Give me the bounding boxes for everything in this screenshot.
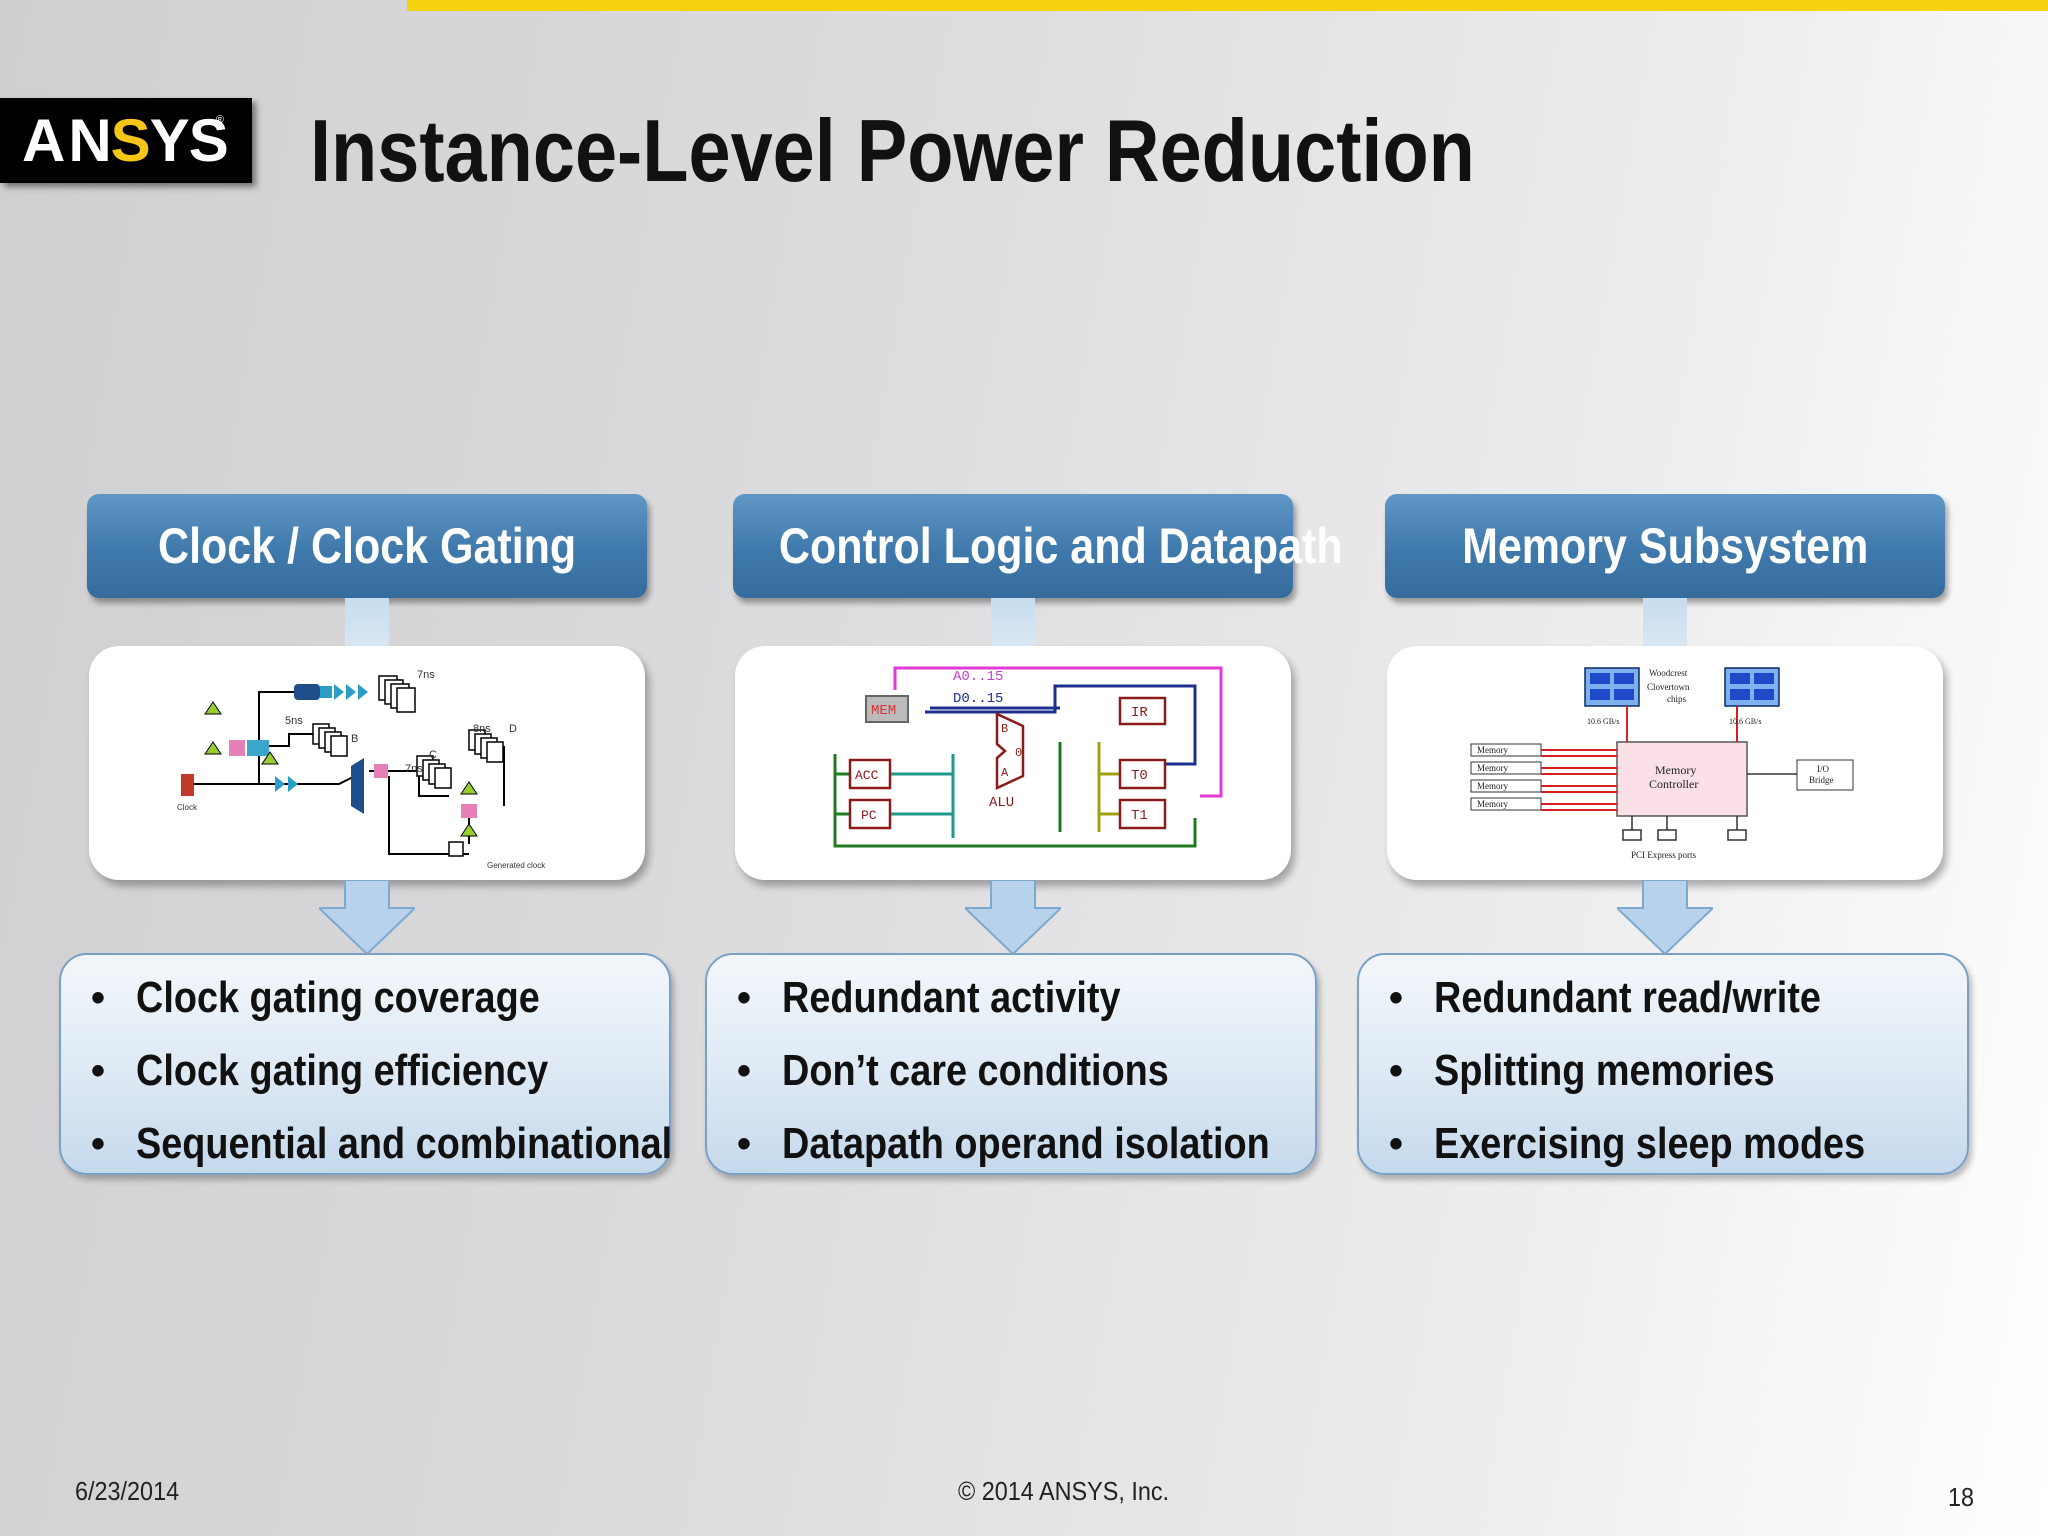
column-heading: Memory Subsystem	[1385, 494, 1945, 598]
logo-text: A NSYS	[22, 107, 229, 174]
bullet-box: Redundant read/write Splitting memories …	[1357, 953, 1969, 1177]
label-d-bus: D0..15	[953, 691, 1003, 707]
label-memory-2: Memory	[1477, 763, 1508, 773]
bullet-item: Sequential and combinational	[91, 1111, 759, 1184]
label-woodcrest: Woodcrest	[1649, 668, 1688, 678]
connector	[345, 598, 389, 648]
label-memory-controller: Memory	[1655, 763, 1696, 777]
memory-diagram: Woodcrest Clovertown chips 10.6 GB/s 10.…	[1387, 646, 1943, 880]
bullet-item: Clock gating coverage	[91, 965, 759, 1038]
bullet-item: Clock gating efficiency	[91, 1038, 759, 1111]
label-memory-3: Memory	[1477, 781, 1508, 791]
label-b: B	[351, 733, 358, 745]
top-accent-bar	[407, 0, 2048, 11]
label-controller: Controller	[1649, 777, 1698, 791]
column-memory-subsystem: Memory Subsystem	[1357, 0, 1969, 1536]
label-acc: ACC	[855, 768, 879, 783]
ansys-logo: A NSYS ®	[0, 98, 252, 183]
column-control-logic: Control Logic and Datapath	[705, 0, 1343, 1536]
clock-tree-illustration: 7ns 5ns B 8ns D C 7ns Clock Generated cl…	[177, 669, 546, 870]
label-7ns-top: 7ns	[417, 669, 435, 681]
label-memory-4: Memory	[1477, 799, 1508, 809]
connector	[991, 598, 1035, 648]
bullet-box: Clock gating coverage Clock gating effic…	[59, 953, 672, 1177]
slide-title: Instance-Level Power Reduction	[310, 101, 1475, 200]
bullet-item: Exercising sleep modes	[1389, 1111, 1935, 1184]
label-pc: PC	[861, 808, 877, 823]
datapath-diagram: A0..15 D0..15 MEM IR B 0 A ALU ACC T0 PC…	[735, 646, 1291, 880]
label-5ns: 5ns	[285, 715, 303, 727]
label-alu-0: 0	[1015, 746, 1022, 760]
bullet-item: Redundant activity	[737, 965, 1349, 1038]
label-clovertown: Clovertown	[1647, 682, 1690, 692]
bullet-item: Don’t care conditions	[737, 1038, 1349, 1111]
label-d: D	[509, 723, 517, 735]
label-io: I/O	[1817, 764, 1829, 774]
column-clock-gating: Clock / Clock Gating	[59, 0, 672, 1536]
down-arrow-icon	[965, 880, 1061, 954]
label-chips: chips	[1667, 694, 1686, 704]
label-memory-1: Memory	[1477, 745, 1508, 755]
label-mem: MEM	[871, 703, 896, 719]
label-c: C	[429, 749, 437, 761]
label-bandwidth-left: 10.6 GB/s	[1587, 717, 1619, 726]
bullet-item: Redundant read/write	[1389, 965, 1935, 1038]
column-heading: Clock / Clock Gating	[87, 494, 647, 598]
connector	[1643, 598, 1687, 648]
footer-copyright: © 2014 ANSYS, Inc.	[958, 1476, 1170, 1506]
label-clock: Clock	[177, 803, 198, 812]
label-8ns: 8ns	[473, 723, 491, 735]
bullet-box: Redundant activity Don’t care conditions…	[705, 953, 1317, 1177]
label-alu-b: B	[1001, 722, 1008, 736]
page-number: 18	[1948, 1482, 1975, 1512]
label-a-bus: A0..15	[953, 669, 1003, 685]
bullet-item: Datapath operand isolation	[737, 1111, 1349, 1184]
label-7ns: 7ns	[405, 763, 423, 775]
bullet-item: Splitting memories	[1389, 1038, 1935, 1111]
label-ir: IR	[1131, 705, 1148, 721]
logo-registered-mark: ®	[215, 114, 224, 126]
label-pci-express: PCI Express ports	[1631, 850, 1696, 860]
datapath-illustration: A0..15 D0..15 MEM IR B 0 A ALU ACC T0 PC…	[833, 666, 1223, 848]
down-arrow-icon	[1617, 880, 1713, 954]
label-alu: ALU	[989, 795, 1014, 811]
footer-date: 6/23/2014	[75, 1476, 180, 1506]
column-heading: Control Logic and Datapath	[733, 494, 1343, 598]
label-t1: T1	[1131, 808, 1148, 824]
down-arrow-icon	[319, 880, 415, 954]
label-t0: T0	[1131, 768, 1148, 784]
memory-controller-illustration: Woodcrest Clovertown chips 10.6 GB/s 10.…	[1470, 667, 1854, 860]
label-alu-a: A	[1001, 766, 1009, 780]
label-bridge: Bridge	[1809, 775, 1834, 785]
label-generated-clock: Generated clock	[487, 861, 546, 870]
clock-gating-diagram: 7ns 5ns B 8ns D C 7ns Clock Generated cl…	[89, 646, 645, 880]
label-bandwidth-right: 10.6 GB/s	[1729, 717, 1761, 726]
